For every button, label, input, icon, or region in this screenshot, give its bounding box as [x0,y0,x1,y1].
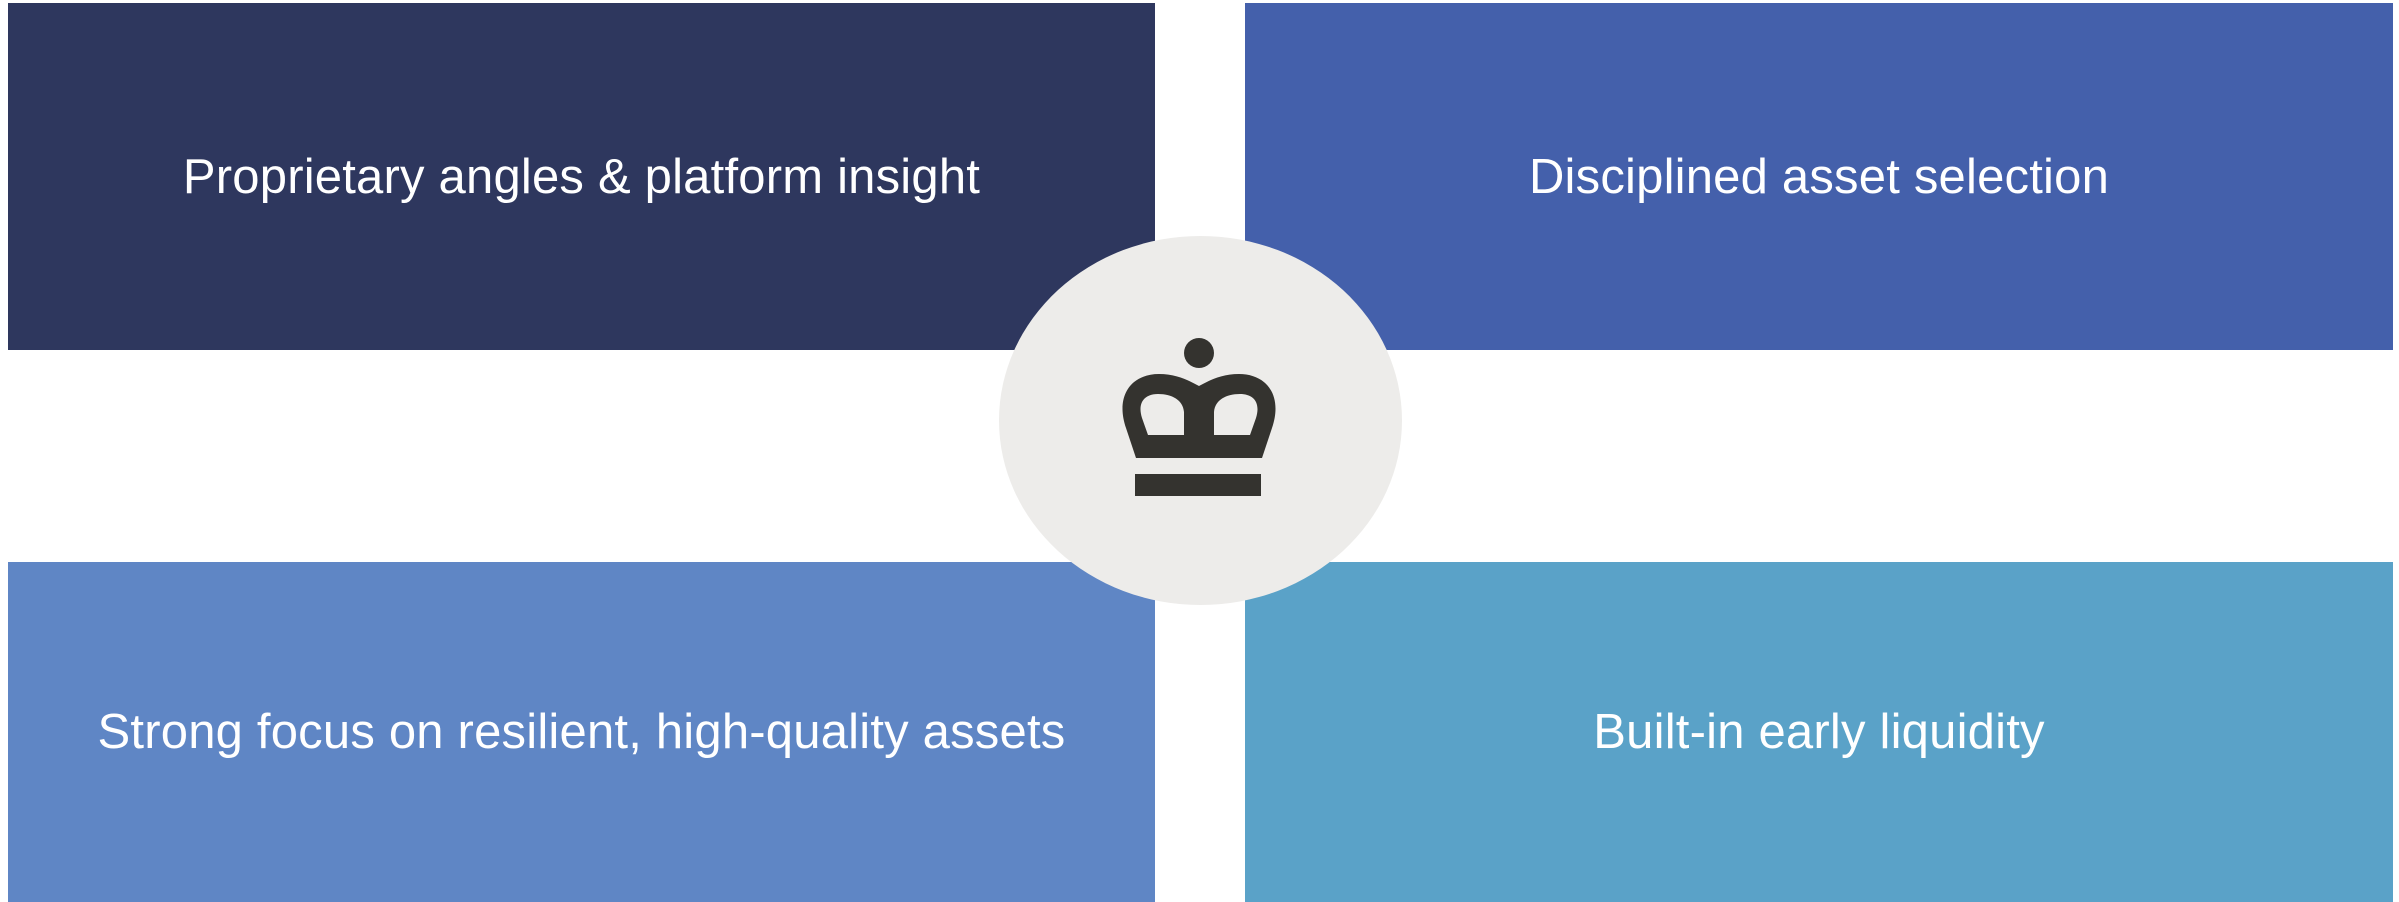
quadrant-top-left: Proprietary angles & platform insight [8,3,1155,350]
quadrant-label-early-liquidity: Built-in early liquidity [1593,705,2045,759]
quadrant-bottom-left: Strong focus on resilient, high-quality … [8,562,1155,902]
center-badge [999,236,1402,605]
quadrant-top-right: Disciplined asset selection [1245,3,2393,350]
crown-icon [1121,337,1276,496]
quadrant-label-resilient-assets: Strong focus on resilient, high-quality … [97,705,1066,759]
quadrant-label-proprietary-angles: Proprietary angles & platform insight [182,149,981,204]
quadrant-bottom-right: Built-in early liquidity [1245,562,2393,902]
quadrant-label-disciplined-selection: Disciplined asset selection [1528,149,2110,204]
